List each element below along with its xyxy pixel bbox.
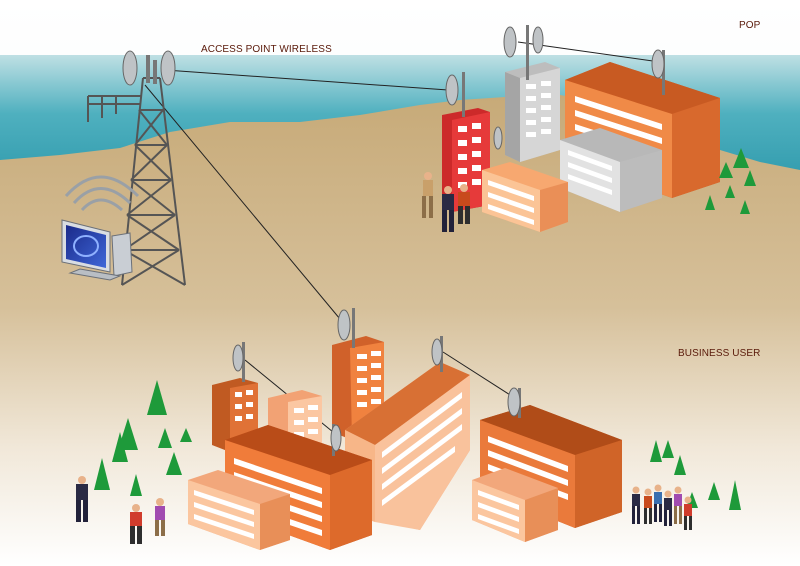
antenna-dish-ap [122,50,176,86]
antenna-dish-business [232,308,521,456]
access-point-label: ACCESS POINT WIRELESS [201,44,332,55]
wifi-waves-icon [64,175,140,212]
business-user-label: BUSINESS USER [678,348,761,359]
people-group-pop [422,172,470,232]
trees-business [94,380,741,510]
trees-pop [705,148,756,214]
computer-icon [61,219,133,281]
people-group-business-right [632,484,692,530]
link-ap-to-pop [164,69,449,91]
link-business-2 [442,351,519,401]
link-ap-to-business [144,84,346,326]
business-buildings [188,336,622,550]
people-group-business-left [76,476,165,544]
pop-label: POP [739,20,761,31]
antenna-dish-pop [445,25,665,150]
